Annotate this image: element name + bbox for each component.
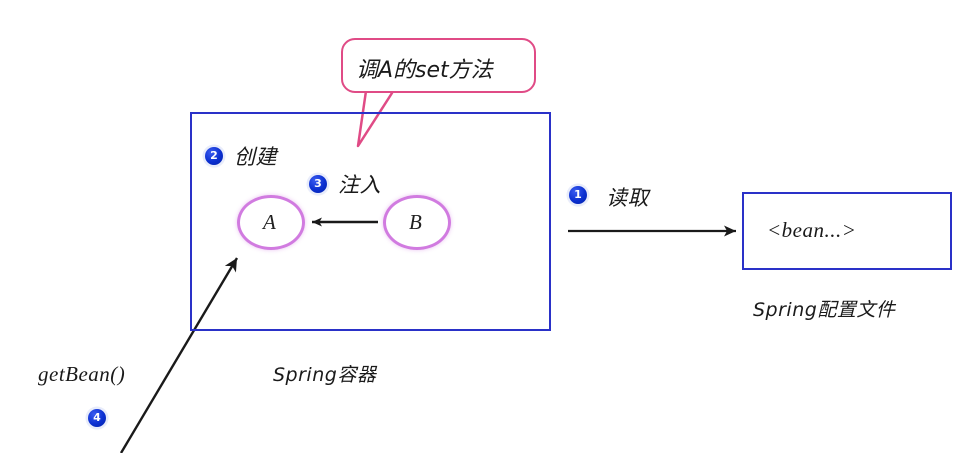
step-4-badge: 4 bbox=[88, 409, 106, 427]
step-4-label: getBean() bbox=[38, 362, 126, 386]
callout-tail bbox=[356, 89, 394, 148]
step-3-label: 注入 bbox=[338, 173, 381, 197]
node-a bbox=[237, 195, 305, 250]
step-2-badge: 2 bbox=[205, 147, 223, 165]
callout-bubble bbox=[341, 38, 536, 93]
spring-config-box bbox=[742, 192, 952, 270]
step-1-badge: 1 bbox=[569, 186, 587, 204]
node-a-label: A bbox=[263, 210, 276, 234]
node-b bbox=[383, 195, 451, 250]
step-1-label: 读取 bbox=[606, 186, 649, 210]
spring-config-caption: Spring配置文件 bbox=[753, 299, 896, 321]
spring-container-box bbox=[190, 112, 551, 331]
bean-text: <bean...> bbox=[767, 218, 857, 242]
spring-container-caption: Spring容器 bbox=[273, 364, 377, 386]
getbean-arrow bbox=[119, 257, 239, 453]
step-3-badge: 3 bbox=[309, 175, 327, 193]
node-b-label: B bbox=[409, 210, 422, 234]
callout-text: 调A的set方法 bbox=[356, 58, 493, 83]
step-2-label: 创建 bbox=[234, 145, 277, 169]
